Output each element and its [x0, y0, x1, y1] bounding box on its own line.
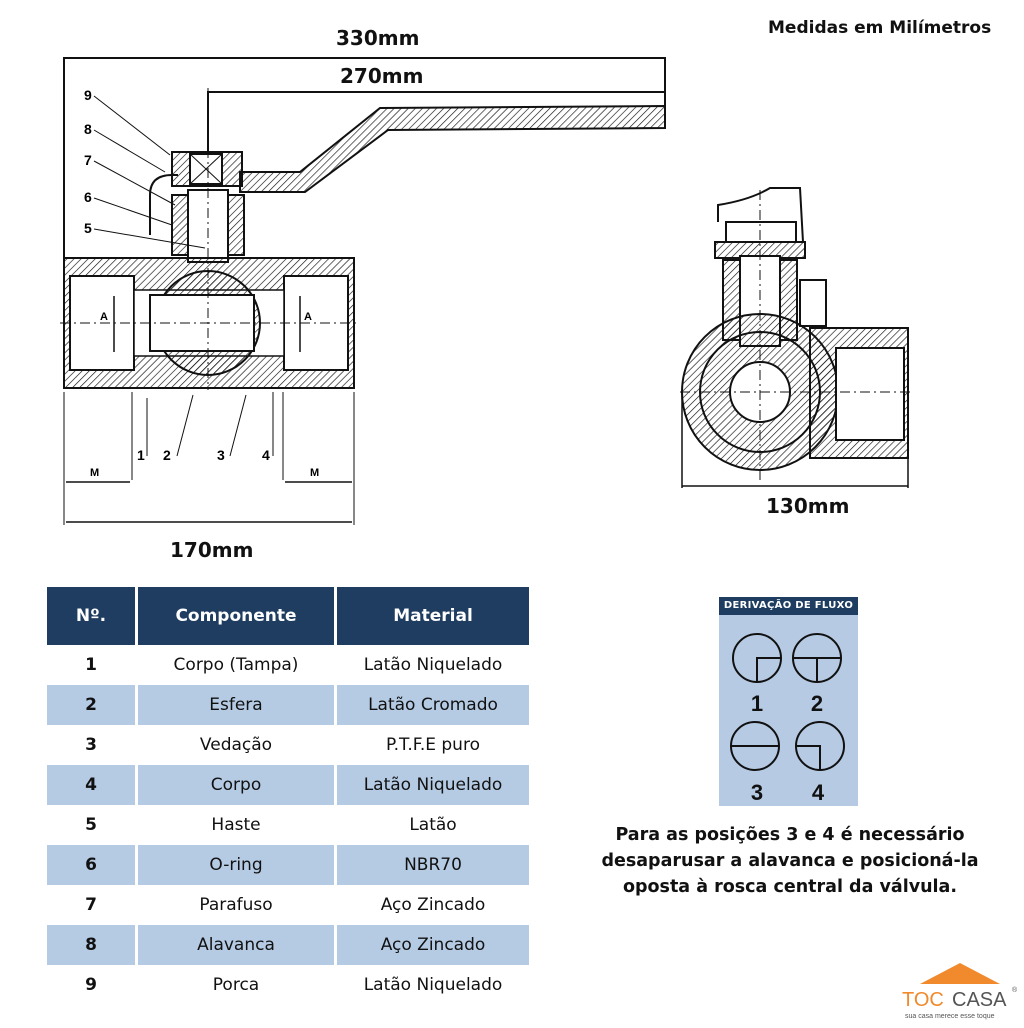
- header-material: Material: [337, 587, 529, 645]
- cell-component: Corpo (Tampa): [173, 655, 299, 675]
- cell-material: Latão: [409, 815, 457, 835]
- brand-tagline: sua casa merece esse toque: [905, 1013, 995, 1020]
- cell-material: P.T.F.E puro: [386, 735, 480, 755]
- thread-label-left: M: [90, 467, 99, 479]
- cell-component: Alavanca: [138, 925, 334, 965]
- brand-name-toc: TOC: [902, 989, 944, 1011]
- flow-label-4: 4: [812, 780, 825, 805]
- bore-label-left: A: [100, 311, 108, 323]
- table-row: 9 Porca Latão Niquelado: [47, 965, 529, 1005]
- flow-derivation-panel: DERIVAÇÃO DE FLUXO 1 2 3 4: [719, 597, 858, 806]
- cell-component: Esfera: [138, 685, 334, 725]
- cell-component: O-ring: [138, 845, 334, 885]
- parts-table: Nº. Componente Material 1 Corpo (Tampa) La…: [44, 587, 532, 1005]
- table-row: 7 Parafuso Aço Zincado: [47, 885, 529, 925]
- table-row: 1 Corpo (Tampa) Latão Niquelado: [47, 645, 529, 685]
- installation-note: Para as posições 3 e 4 é necessário desa…: [601, 825, 979, 897]
- dim-270-label: 270mm: [340, 64, 424, 88]
- brand-logo: TOC CASA ® sua casa merece esse toque: [898, 960, 1024, 1024]
- cell-material: Latão Niquelado: [337, 765, 529, 805]
- thread-label-right: M: [310, 467, 319, 479]
- cell-number: 7: [85, 895, 97, 915]
- cell-number: 2: [47, 685, 135, 725]
- callouts-left: 9 8 7 6 5: [84, 87, 206, 249]
- valve-side-drawing: [680, 187, 910, 488]
- flow-label-1: 1: [751, 691, 763, 716]
- bore-label-right: A: [304, 311, 312, 323]
- flow-title: DERIVAÇÃO DE FLUXO: [719, 597, 858, 615]
- callout-8: 8: [84, 121, 92, 137]
- cell-material: Aço Zincado: [380, 895, 486, 915]
- callout-4: 4: [262, 447, 270, 463]
- cell-number: 6: [47, 845, 135, 885]
- cell-number: 4: [47, 765, 135, 805]
- flow-position-1-icon: [732, 633, 782, 683]
- header-component: Componente: [138, 587, 334, 645]
- cell-number: 3: [85, 735, 97, 755]
- cell-number: 8: [47, 925, 135, 965]
- callout-5: 5: [84, 220, 92, 236]
- callout-6: 6: [84, 189, 92, 205]
- callout-1: 1: [137, 447, 145, 463]
- cell-material: Latão Cromado: [337, 685, 529, 725]
- cell-number: 1: [85, 655, 97, 675]
- cell-component: Corpo: [138, 765, 334, 805]
- table-row: 3 Vedação P.T.F.E puro: [47, 725, 529, 765]
- callout-2: 2: [163, 447, 171, 463]
- callout-3: 3: [217, 447, 225, 463]
- units-note: Medidas em Milímetros: [768, 18, 992, 38]
- valve-section-drawing: A A 9 8 7 6 5 1 2 3 4 M M: [60, 57, 666, 525]
- brand-name-casa: CASA: [952, 989, 1007, 1011]
- flow-diagrams: 1 2 3 4: [730, 633, 845, 805]
- flow-position-4-icon: [795, 721, 845, 771]
- table-row: 5 Haste Latão: [47, 805, 529, 845]
- cell-material: NBR70: [337, 845, 529, 885]
- cell-component: Haste: [211, 815, 261, 835]
- header-number: Nº.: [47, 587, 135, 645]
- callout-9: 9: [84, 87, 92, 103]
- cell-component: Parafuso: [199, 895, 273, 915]
- cell-component: Porca: [212, 975, 260, 995]
- handle: [239, 104, 666, 193]
- cell-number: 5: [85, 815, 97, 835]
- registered-mark: ®: [1012, 986, 1018, 994]
- flow-label-3: 3: [751, 780, 763, 805]
- flow-position-3-icon: [730, 721, 780, 771]
- flow-position-2-icon: [792, 633, 842, 683]
- cell-material: Aço Zincado: [337, 925, 529, 965]
- cell-material: Latão Niquelado: [363, 655, 503, 675]
- dim-130-label: 130mm: [766, 494, 850, 518]
- dim-330-label: 330mm: [336, 26, 420, 50]
- dim-line-330: [63, 57, 666, 258]
- roof-icon: [920, 963, 1000, 984]
- cell-number: 9: [85, 975, 97, 995]
- cell-component: Vedação: [199, 735, 273, 755]
- table-header-row: Nº. Componente Material: [47, 587, 529, 645]
- dim-170-label: 170mm: [170, 538, 254, 562]
- callout-7: 7: [84, 152, 92, 168]
- cell-material: Latão Niquelado: [363, 975, 503, 995]
- flow-label-2: 2: [811, 691, 823, 716]
